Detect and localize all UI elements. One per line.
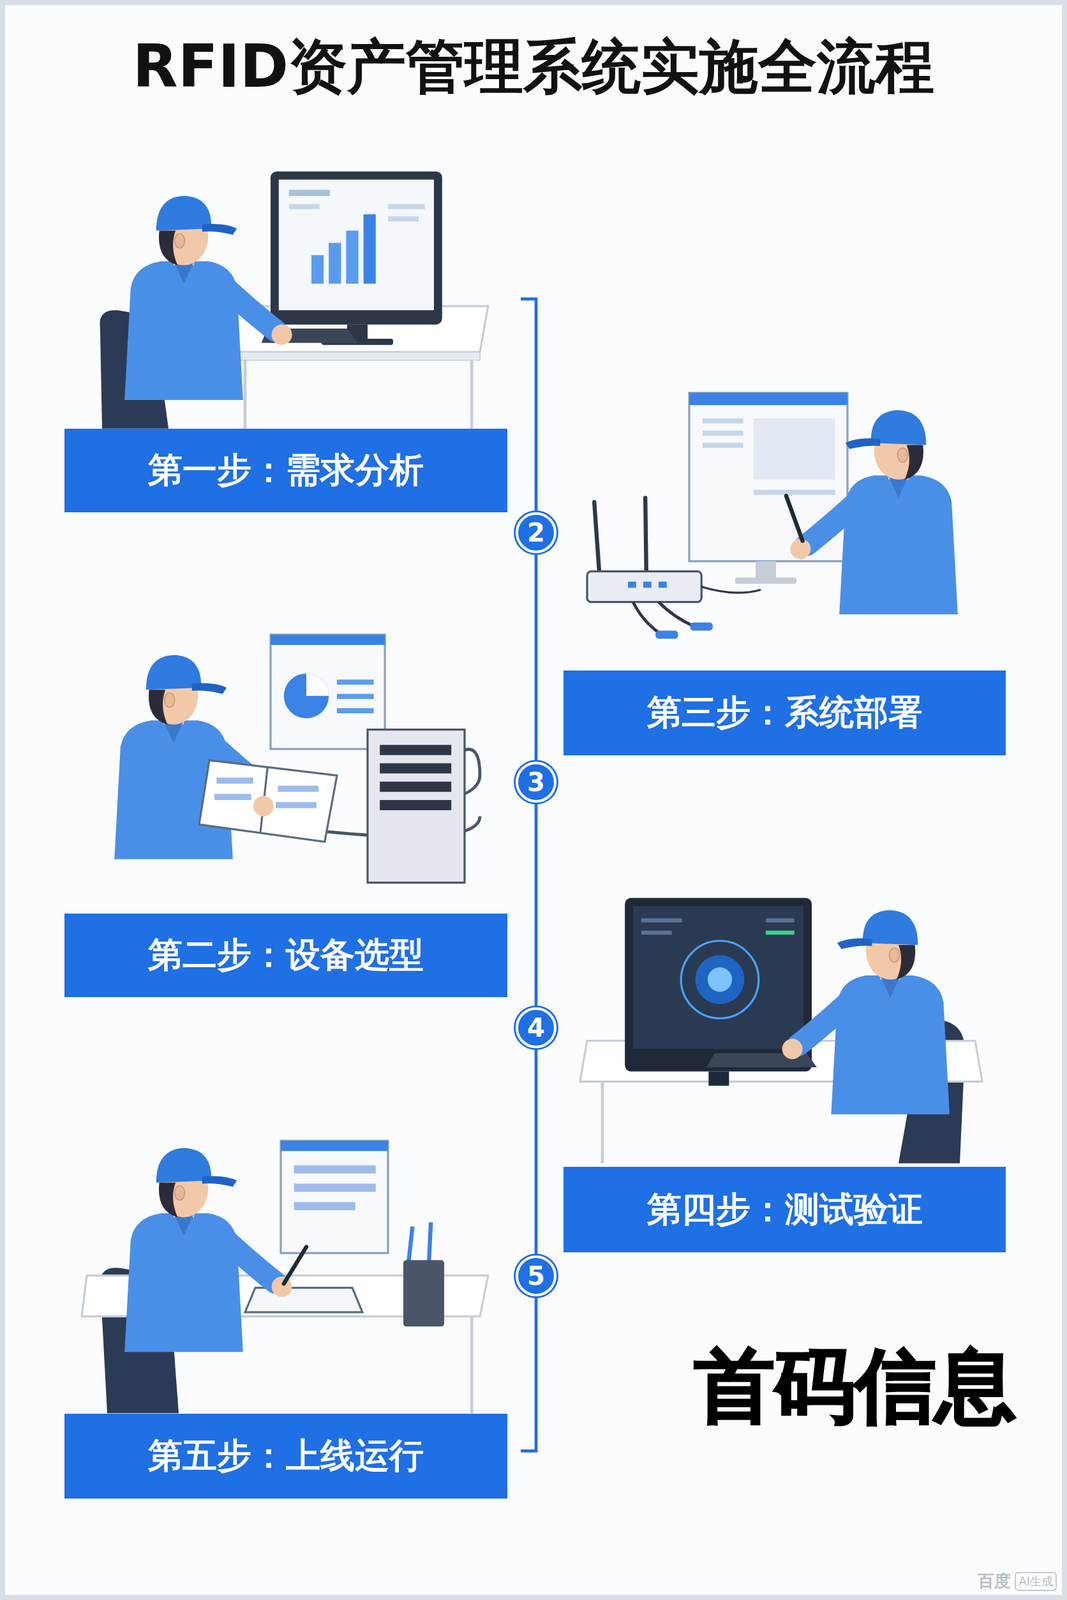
step-band: 第一步：需求分析 xyxy=(64,428,508,513)
callout-circle: 2 xyxy=(515,512,557,554)
step-label: 第一步：需求分析 xyxy=(148,447,424,494)
title: RFID资产管理系统实施全流程 xyxy=(0,33,1067,101)
step-label: 第四步：测试验证 xyxy=(647,1186,923,1234)
callout-circle: 3 xyxy=(515,761,557,803)
scene-testing xyxy=(580,898,983,1164)
callout-circle: 5 xyxy=(515,1255,557,1297)
scene-selection xyxy=(114,634,480,884)
scene-launch xyxy=(81,1141,489,1414)
watermark: 百度AI生成 xyxy=(977,1570,1057,1593)
callout-number: 3 xyxy=(527,769,545,796)
callout-number: 2 xyxy=(527,520,545,546)
step-band: 第三步：系统部署 xyxy=(563,670,1006,756)
step-label: 第五步：上线运行 xyxy=(148,1433,424,1480)
step-label: 第二步：设备选型 xyxy=(148,932,424,979)
step-band: 第五步：上线运行 xyxy=(64,1414,508,1500)
step-band: 第四步：测试验证 xyxy=(563,1167,1006,1253)
callout-number: 4 xyxy=(527,1015,545,1041)
callout-number: 5 xyxy=(527,1263,545,1290)
step-band: 第二步：设备选型 xyxy=(64,913,508,998)
step-label: 第三步：系统部署 xyxy=(647,689,923,737)
scene-analysis xyxy=(99,171,488,429)
scene-deploy xyxy=(587,393,958,639)
brand-name: 首码信息 xyxy=(694,1342,1016,1432)
callout-circle: 4 xyxy=(515,1007,557,1049)
watermark-text: 百度 xyxy=(977,1570,1011,1593)
watermark-text: AI生成 xyxy=(1014,1572,1057,1592)
